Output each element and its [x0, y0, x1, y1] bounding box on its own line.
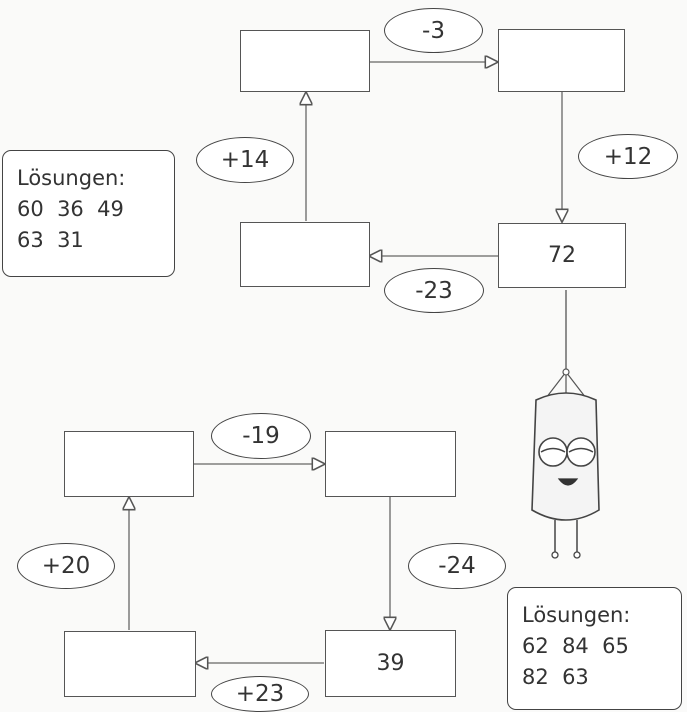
lower-solutions-box: Lösungen: 62 84 65 82 63	[507, 587, 682, 710]
upper-box-bottom-right: 72	[498, 223, 626, 288]
upper-op-right: +12	[578, 134, 678, 179]
lower-box-top-left[interactable]	[64, 431, 194, 497]
solutions-title: Lösungen:	[522, 603, 631, 627]
punching-bag-figure	[531, 290, 600, 559]
lower-op-top: -19	[211, 413, 311, 459]
upper-box-top-right[interactable]	[498, 29, 625, 92]
lower-box-top-right[interactable]	[325, 431, 456, 497]
lower-box-bottom-left[interactable]	[64, 631, 196, 697]
lower-op-right: -24	[408, 543, 506, 589]
upper-op-left: +14	[196, 137, 294, 183]
lower-op-left: +20	[17, 543, 115, 589]
solutions-title: Lösungen:	[17, 166, 126, 190]
solutions-line: 62 84 65	[522, 634, 629, 658]
upper-solutions-box: Lösungen: 60 36 49 63 31	[2, 150, 175, 277]
solutions-line: 60 36 49	[17, 197, 124, 221]
lower-box-bottom-right: 39	[325, 630, 456, 697]
upper-box-top-left[interactable]	[240, 30, 370, 92]
upper-box-bottom-left[interactable]	[240, 222, 370, 287]
upper-op-bottom: -23	[384, 268, 484, 313]
upper-op-top: -3	[384, 8, 483, 53]
solutions-line: 82 63	[522, 665, 589, 689]
solutions-line: 63 31	[17, 228, 84, 252]
lower-op-bottom: +23	[211, 676, 309, 712]
